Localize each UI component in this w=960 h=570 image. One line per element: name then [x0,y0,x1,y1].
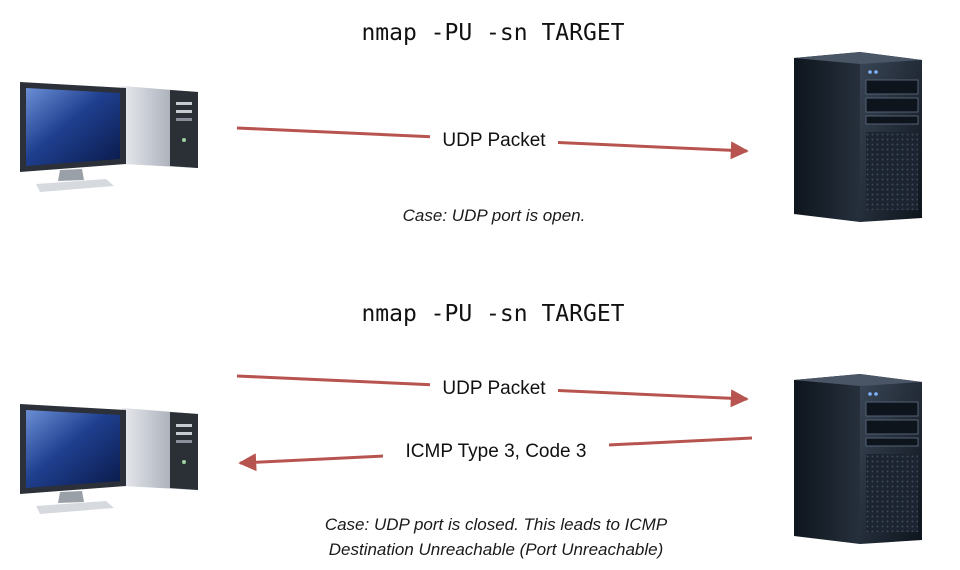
client-computer-icon-2 [20,404,198,514]
udp-packet-label-open: UDP Packet [442,130,546,151]
case-text-closed-line2: Destination Unreachable (Port Unreachabl… [329,540,664,559]
server-icon [793,51,923,223]
udp-packet-label-closed: UDP Packet [442,378,546,399]
command-text-closed: nmap -PU -sn TARGET [361,301,624,327]
icmp-reply-label: ICMP Type 3, Code 3 [406,441,587,462]
server-icon-2 [793,373,923,545]
client-computer-icon [20,82,198,192]
case-text-open: Case: UDP port is open. [403,206,586,225]
command-text-open: nmap -PU -sn TARGET [361,20,624,46]
case-text-closed-line1: Case: UDP port is closed. This leads to … [325,515,668,534]
